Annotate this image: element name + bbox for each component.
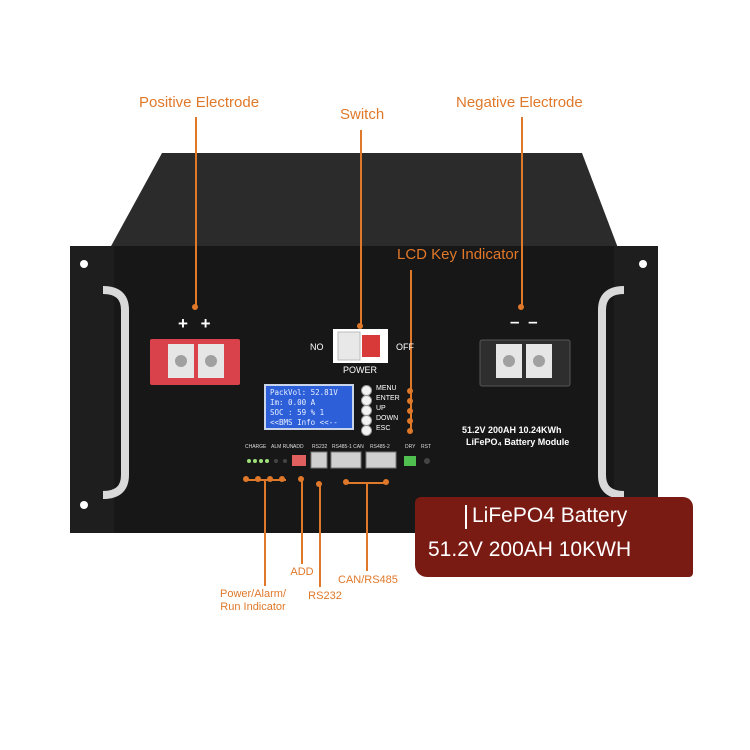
esc-key-label: ESC xyxy=(376,425,391,432)
port-label-dry: DRY xyxy=(405,444,416,450)
menu-key-label: MENU xyxy=(376,385,397,392)
port-label-add: ADD xyxy=(293,444,304,450)
dry-contact-port[interactable] xyxy=(404,456,416,466)
positive-symbols: + + xyxy=(178,314,215,333)
power-switch[interactable] xyxy=(333,329,388,363)
port-label-rst: RST xyxy=(421,444,431,450)
callout-switch: Switch xyxy=(340,106,385,123)
lcd-screen: PackVol: 52.81V Im: 0.00 A SOC : 59 % 1 … xyxy=(264,384,354,430)
callout-positive-electrode: Positive Electrode xyxy=(139,94,260,111)
callout-lcd-key-indicator: LCD Key Indicator xyxy=(397,246,519,263)
callout-can-rs485: CAN/RS485 xyxy=(338,574,398,586)
module-spec-line: 51.2V 200AH 10.24KWh xyxy=(462,425,562,435)
product-banner xyxy=(415,497,693,577)
switch-off-label: OFF xyxy=(396,342,414,352)
esc-key[interactable] xyxy=(361,425,372,436)
module-name-line: LiFePO₄ Battery Module xyxy=(466,437,570,447)
reset-button[interactable] xyxy=(423,457,431,465)
up-key-label: UP xyxy=(376,405,386,412)
callout-rs232: RS232 xyxy=(308,590,342,602)
callout-power-alarm-run: Power/Alarm/ Run Indicator xyxy=(219,588,287,613)
callout-negative-electrode: Negative Electrode xyxy=(456,94,583,111)
switch-no-label: NO xyxy=(310,342,324,352)
rs485-2-port[interactable] xyxy=(366,452,396,468)
down-key-label: DOWN xyxy=(376,415,399,422)
enter-key-label: ENTER xyxy=(376,395,400,402)
lcd-line: PackVol: 52.81V xyxy=(270,388,338,397)
callout-add: ADD xyxy=(290,566,314,578)
lcd-line: SOC : 59 % 1 xyxy=(270,408,325,417)
port-label-rs485-can: RS485-1 CAN xyxy=(332,444,364,450)
port-label-charge: CHARGE xyxy=(245,444,267,450)
lcd-line: Im: 0.00 A xyxy=(270,398,316,407)
switch-power-label: POWER xyxy=(343,365,378,375)
add-dip-switch[interactable] xyxy=(292,455,306,466)
rs485-can-port[interactable] xyxy=(331,452,361,468)
banner-specs: 51.2V 200AH 10KWH xyxy=(428,538,632,561)
port-label-rs232: RS232 xyxy=(312,444,328,450)
negative-symbols: – – xyxy=(510,312,540,331)
rs232-port[interactable] xyxy=(311,452,327,468)
banner-title: LiFePO4 Battery xyxy=(472,504,628,527)
port-label-rs485-2: RS485-2 xyxy=(370,444,390,450)
lcd-line: <<BMS Info <<-- xyxy=(270,418,338,427)
banner-divider xyxy=(465,505,467,529)
port-label-alm-run: ALM RUN xyxy=(271,444,294,450)
